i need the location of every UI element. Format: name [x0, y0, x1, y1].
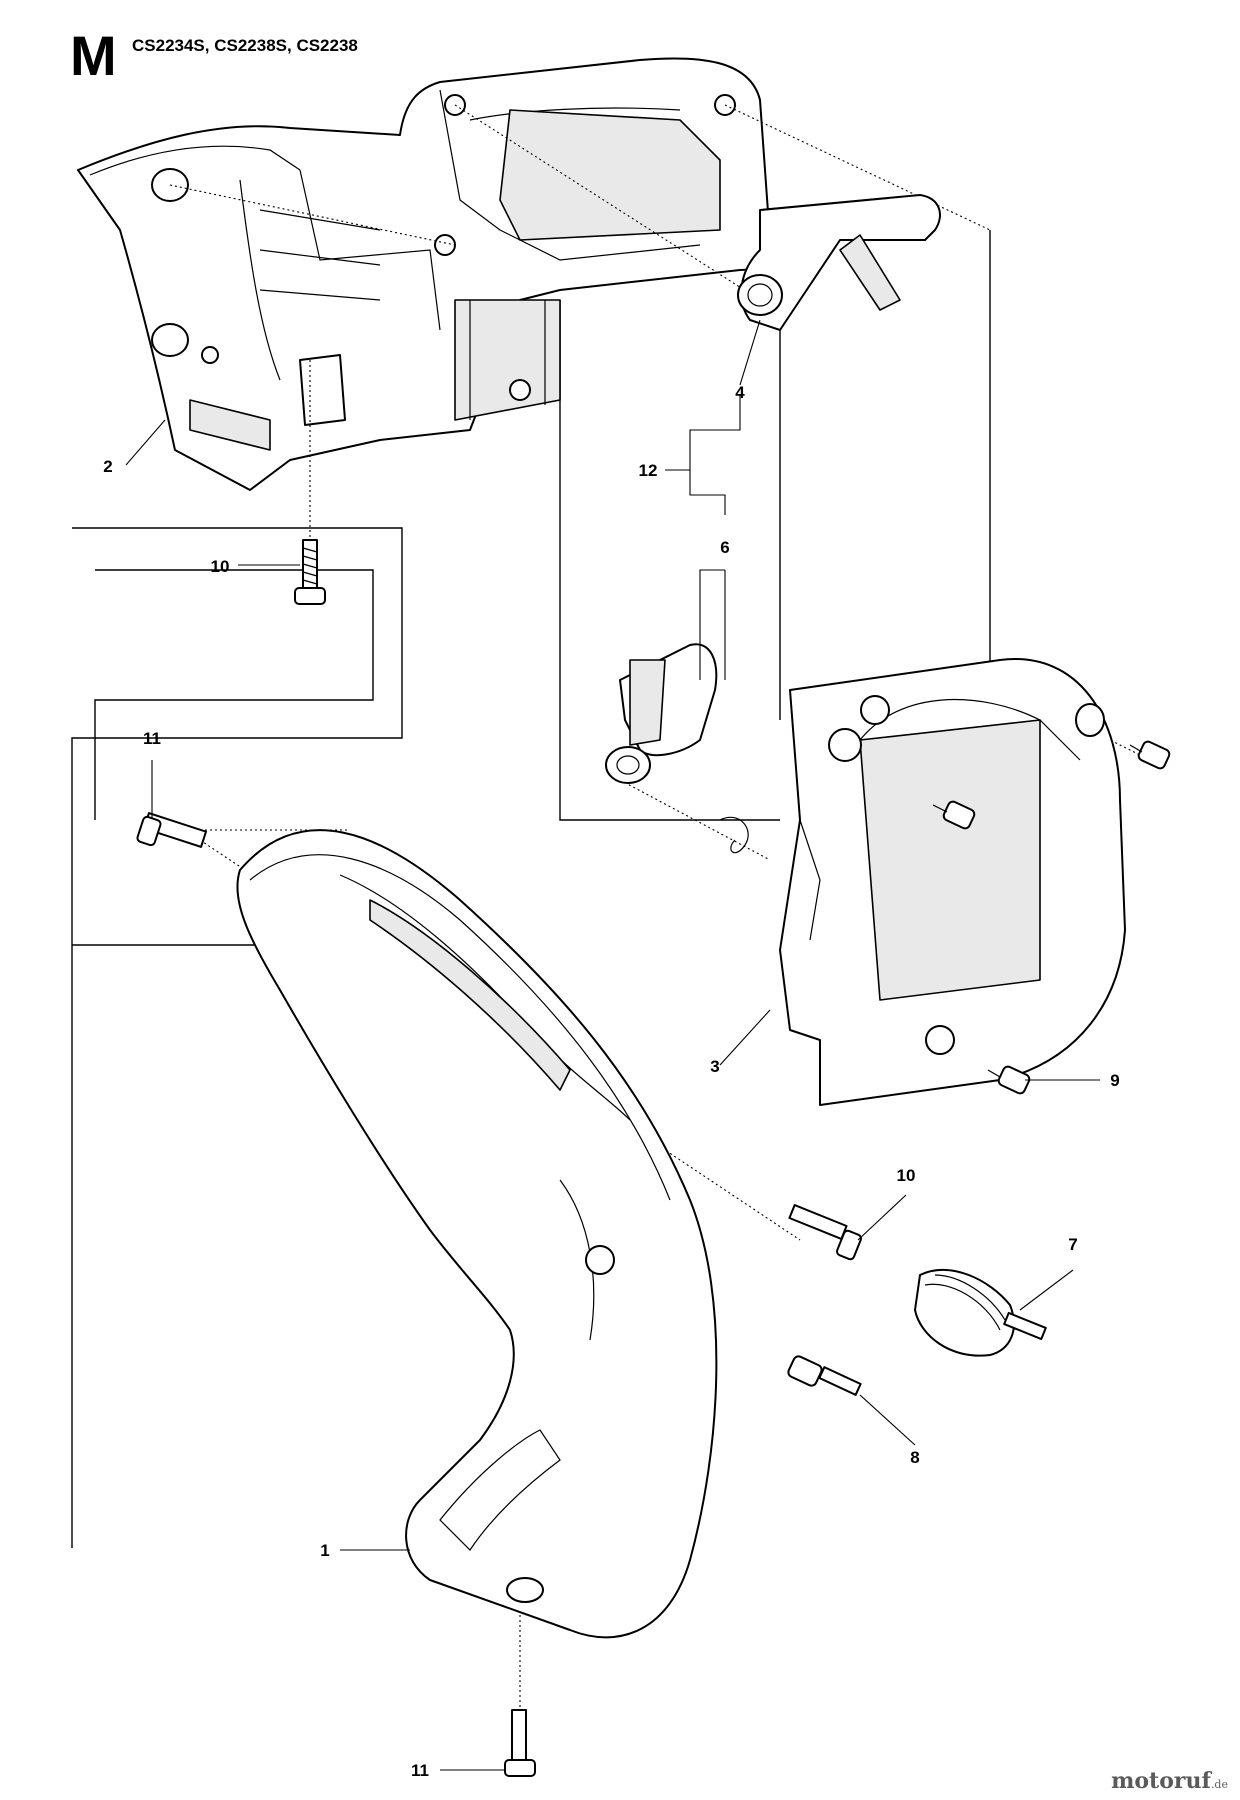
callout-10-upper: 10 — [211, 557, 230, 576]
callout-6: 6 — [720, 538, 729, 557]
callout-9: 9 — [1110, 1071, 1119, 1090]
side-cover — [779, 658, 1126, 1106]
section-letter: M — [70, 24, 117, 87]
callout-8: 8 — [910, 1448, 919, 1467]
trigger-lever — [737, 194, 941, 331]
callout-1: 1 — [320, 1541, 329, 1560]
handle-screw-10 — [294, 539, 863, 1261]
throttle-lockout — [605, 643, 749, 854]
collar-screw — [787, 1355, 862, 1396]
front-handle — [236, 829, 718, 1639]
assembly-frame-lines — [71, 230, 991, 1548]
rear-handle-housing — [77, 57, 771, 491]
callout-7: 7 — [1068, 1235, 1077, 1254]
callout-11-lower: 11 — [411, 1761, 429, 1780]
watermark-logo: motoruf.de — [1111, 1768, 1228, 1794]
callout-leaders — [125, 319, 1100, 1771]
model-list: CS2234S, CS2238S, CS2238 — [132, 36, 358, 55]
cover-screw — [932, 740, 1171, 1095]
callout-4: 4 — [735, 383, 745, 402]
callout-3: 3 — [710, 1057, 719, 1076]
callout-10-lower: 10 — [897, 1166, 916, 1185]
watermark-suffix: .de — [1210, 1778, 1228, 1791]
callout-labels: 1 2 3 4 6 7 8 9 10 10 11 11 12 — [103, 383, 1119, 1780]
callout-11-upper: 11 — [143, 729, 161, 748]
av-spring — [914, 1268, 1047, 1357]
watermark-name: motoruf — [1111, 1768, 1211, 1794]
callout-12: 12 — [639, 461, 658, 480]
handle-screw-11 — [136, 812, 536, 1777]
callout-2: 2 — [103, 457, 112, 476]
